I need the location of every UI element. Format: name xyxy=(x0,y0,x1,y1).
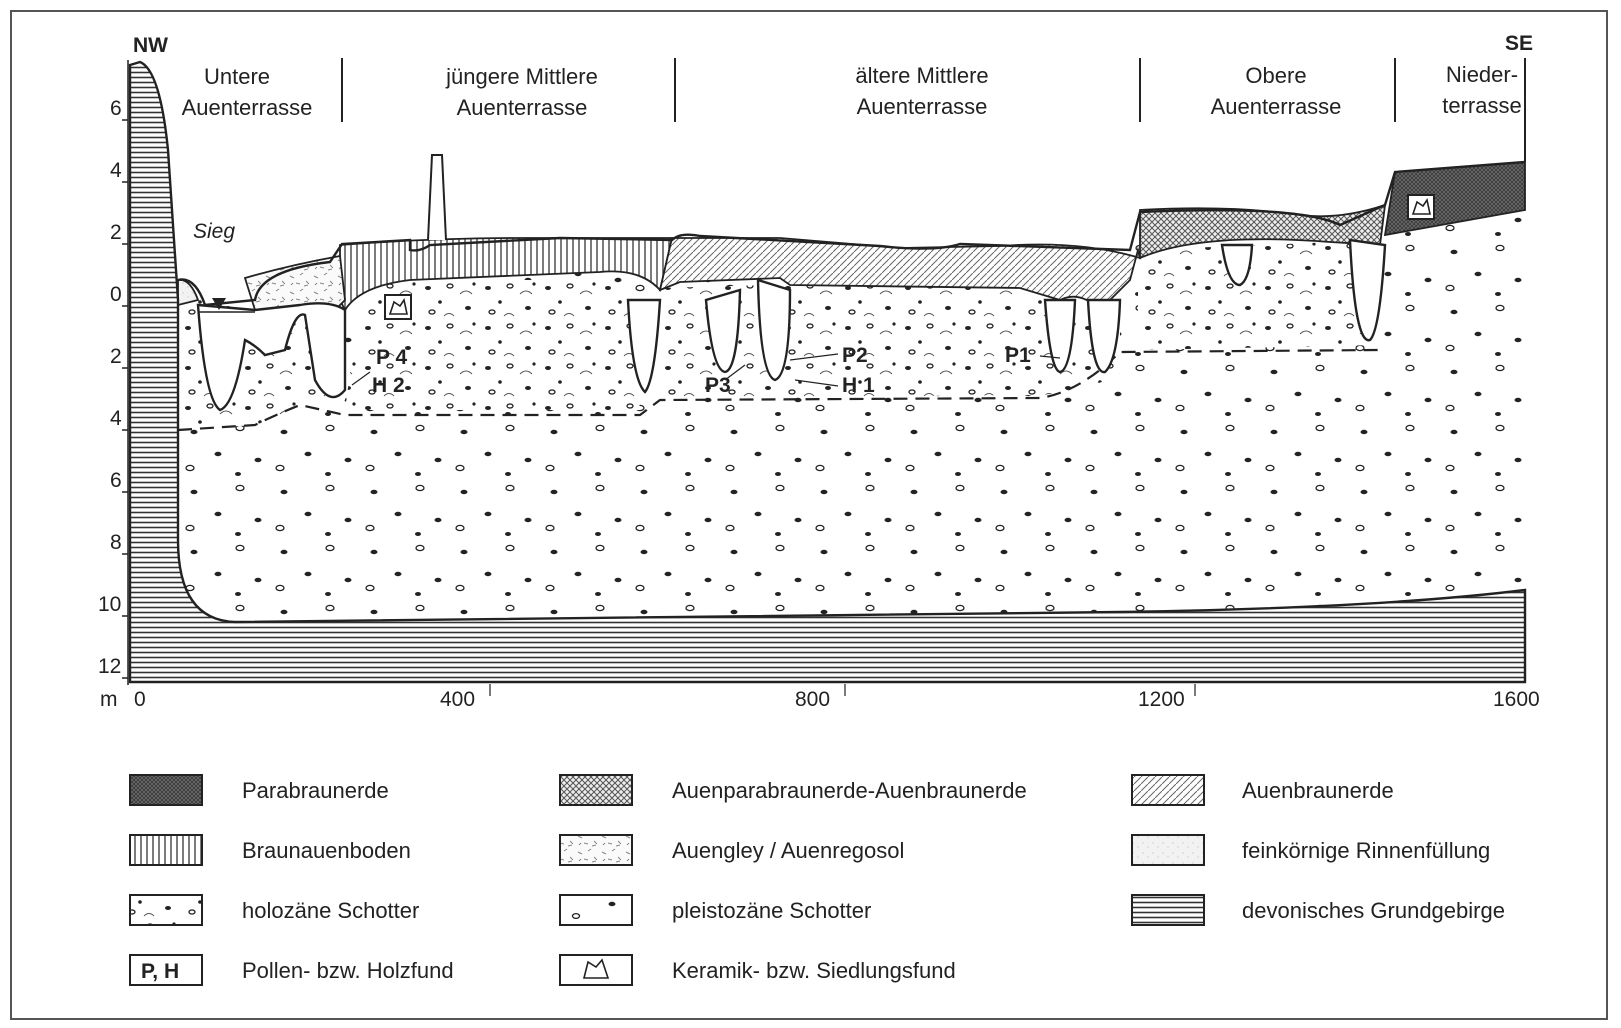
legend-swatch-braunauenboden xyxy=(130,835,202,865)
find-label-p1: P1 xyxy=(1005,344,1031,367)
legend-label-keramik: Keramik- bzw. Siedlungsfund xyxy=(672,958,956,983)
orientation-se: SE xyxy=(1505,32,1533,55)
legend-swatch-ph-text: P, H xyxy=(141,960,179,983)
orientation-nw: NW xyxy=(133,34,168,57)
depth-tick: 2 xyxy=(110,345,122,368)
distance-tick: 1600 xyxy=(1493,688,1540,711)
distance-tick: 800 xyxy=(795,688,830,711)
find-label-p4: P 4 xyxy=(376,346,407,369)
depth-tick: 2 xyxy=(110,221,122,244)
find-label-h2: H 2 xyxy=(372,374,405,397)
distance-axis: 0 400 800 1200 1600 xyxy=(134,684,1540,711)
terrace-untere-line1: Untere xyxy=(204,64,270,89)
depth-tick: 12 xyxy=(98,655,121,678)
depth-tick: 10 xyxy=(98,593,121,616)
terrace-nieder-line2: terrasse xyxy=(1442,93,1521,118)
legend-swatch-holozaene-schotter xyxy=(130,895,202,925)
settlement-find-icon xyxy=(1408,195,1434,219)
chimney-spike xyxy=(428,155,446,240)
find-label-p3: P3 xyxy=(705,374,731,397)
terrace-juengere-line2: Auenterrasse xyxy=(457,95,588,120)
legend-label-holozaene-schotter: holozäne Schotter xyxy=(242,898,419,923)
settlement-find-icon xyxy=(385,295,411,319)
terrace-aeltere-line1: ältere Mittlere xyxy=(855,63,988,88)
river-label: Sieg xyxy=(193,220,235,243)
depth-tick: 4 xyxy=(110,407,122,430)
terrace-obere-line2: Auenterrasse xyxy=(1211,94,1342,119)
legend-swatch-parabraunerde xyxy=(130,775,202,805)
distance-tick: 1200 xyxy=(1138,688,1185,711)
terrace-nieder-line1: Nieder- xyxy=(1446,62,1518,87)
distance-tick: 400 xyxy=(440,688,475,711)
terrace-untere-line2: Auenterrasse xyxy=(182,95,313,120)
depth-tick: 6 xyxy=(110,97,122,120)
depth-tick: 4 xyxy=(110,159,122,182)
legend-label-grundgebirge: devonisches Grundgebirge xyxy=(1242,898,1505,923)
legend-label-rinnenfuellung: feinkörnige Rinnenfüllung xyxy=(1242,838,1490,863)
legend-label-parabraunerde: Parabraunerde xyxy=(242,778,389,803)
legend-label-auenparabraunerde: Auenparabraunerde-Auenbraunerde xyxy=(672,778,1027,803)
legend-swatch-auenparabraunerde xyxy=(560,775,632,805)
cross-section: P 4 H 2 P3 P2 H 1 P1 NW SE Sieg Untere A… xyxy=(98,32,1540,711)
legend-label-braunauenboden: Braunauenboden xyxy=(242,838,411,863)
terrace-aeltere-line2: Auenterrasse xyxy=(857,94,988,119)
legend-label-auengley: Auengley / Auenregosol xyxy=(672,838,904,863)
pebble-icon xyxy=(609,902,616,906)
legend: Parabraunerde Auenparabraunerde-Auenbrau… xyxy=(130,775,1505,985)
depth-tick: 0 xyxy=(110,283,122,306)
legend-swatch-keramik xyxy=(560,955,632,985)
terrace-obere-line1: Obere xyxy=(1245,63,1306,88)
legend-swatch-grundgebirge xyxy=(1132,895,1204,925)
terrace-juengere-line1: jüngere Mittlere xyxy=(445,64,598,89)
rinnenfuellung-layer xyxy=(178,280,198,305)
legend-swatch-auengley xyxy=(560,835,632,865)
legend-label-pollen-holz: Pollen- bzw. Holzfund xyxy=(242,958,454,983)
distance-tick: 0 xyxy=(134,688,146,711)
legend-label-auenbraunerde: Auenbraunerde xyxy=(1242,778,1394,803)
legend-swatch-pleistozaene-schotter xyxy=(560,895,632,925)
depth-axis: 6 4 2 0 2 4 6 8 10 12 m xyxy=(98,60,128,711)
find-label-h1: H 1 xyxy=(842,374,875,397)
find-label-p2: P2 xyxy=(842,344,868,367)
legend-swatch-auenbraunerde xyxy=(1132,775,1204,805)
depth-unit: m xyxy=(100,688,118,711)
depth-tick: 6 xyxy=(110,469,122,492)
legend-label-pleistozaene-schotter: pleistozäne Schotter xyxy=(672,898,871,923)
legend-swatch-rinnenfuellung xyxy=(1132,835,1204,865)
depth-tick: 8 xyxy=(110,531,122,554)
holocene-gravel-obere xyxy=(1138,240,1385,350)
